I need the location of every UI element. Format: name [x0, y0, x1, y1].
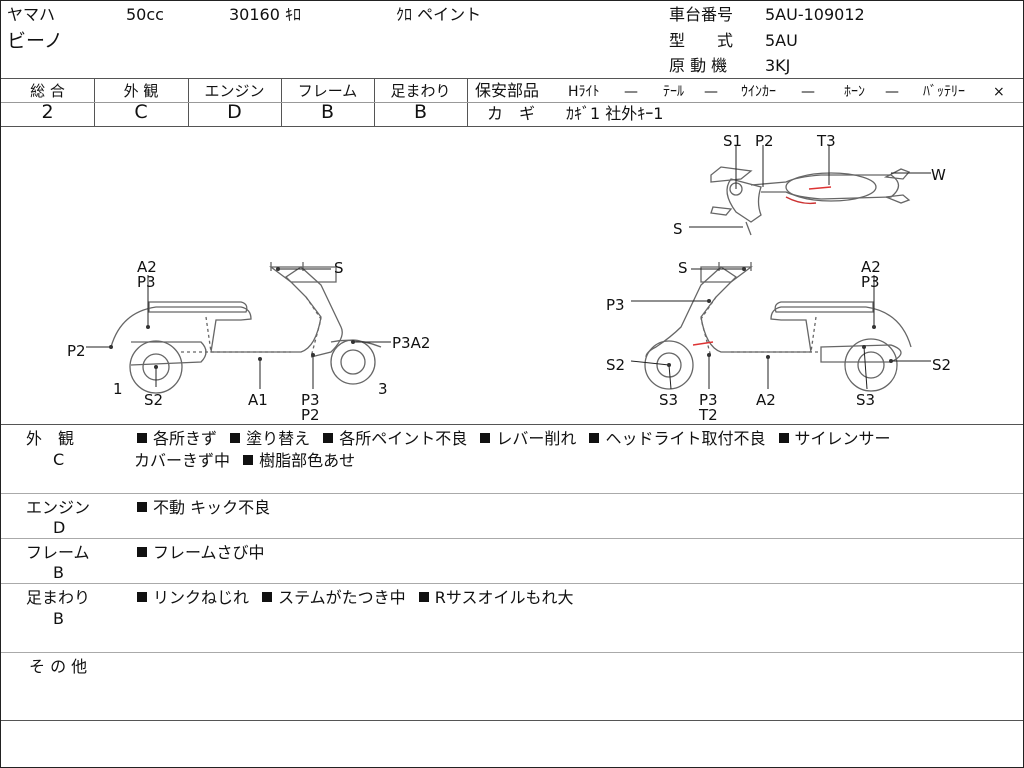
section-frame-grade: B	[53, 563, 64, 582]
section-suspension-notes: リンクねじれ ステムがたつき中 Rサスオイルもれ大	[137, 589, 574, 607]
grade-header-overall: 総 合	[30, 82, 65, 100]
key-label: カ ギ	[487, 104, 536, 123]
grade-header-suspension: 足まわり	[390, 82, 451, 100]
label-left-s2: S2	[144, 391, 164, 409]
label-top-t3: T3	[817, 132, 836, 150]
model-name: ビーノ	[7, 30, 63, 52]
safety-headlight: Hﾗｲﾄ	[568, 84, 600, 100]
scooter-right-view	[630, 262, 931, 392]
type-label: 型 式	[669, 31, 734, 50]
safety-horn: ﾎｰﾝ	[844, 84, 865, 100]
divider	[1, 78, 1023, 79]
safety-winker-mark: —	[801, 84, 815, 100]
divider	[1, 126, 1023, 127]
label-left-s: S	[334, 259, 344, 277]
engine-label: 原 動 機	[669, 56, 728, 75]
label-right-s2-rear: S2	[932, 356, 952, 374]
grade-exterior: C	[134, 101, 148, 123]
safety-label: 保安部品	[475, 81, 540, 100]
label-left-p3a2: P3A2	[392, 334, 431, 352]
label-left-p3: P3	[137, 273, 156, 291]
safety-horn-mark: —	[885, 84, 899, 100]
label-left-a1: A1	[248, 391, 268, 409]
chassis-value: 5AU-109012	[765, 5, 865, 24]
section-engine-grade: D	[53, 518, 66, 537]
section-exterior-label: 外 観	[26, 429, 75, 448]
label-right-a2: A2	[861, 258, 881, 276]
label-right-p3-lower: P3	[699, 391, 718, 409]
scooter-top-view	[689, 145, 931, 236]
label-right-s2-front: S2	[606, 356, 626, 374]
label-left-p3-lower: P3	[301, 391, 320, 409]
safety-tail: ﾃｰﾙ	[663, 84, 684, 100]
label-left-p2: P2	[67, 342, 86, 360]
safety-battery: ﾊﾞｯﾃﾘｰ	[923, 84, 965, 100]
section-engine-label: エンジン	[26, 498, 91, 517]
label-right-a2-lower: A2	[756, 391, 776, 409]
color: ｸﾛ ペイント	[396, 5, 482, 24]
engine-value: 3KJ	[765, 56, 791, 75]
safety-battery-mark: ×	[993, 84, 1005, 100]
label-right-p3: P3	[861, 273, 880, 291]
grade-overall: 2	[41, 101, 54, 123]
label-right-s: S	[678, 259, 688, 277]
safety-tail-mark: —	[704, 84, 718, 100]
grade-engine: D	[227, 101, 242, 123]
section-frame-notes: フレームさび中	[137, 544, 265, 562]
scooter-left-view	[86, 262, 391, 394]
section-frame-label: フレーム	[26, 543, 90, 562]
displacement: 50cc	[126, 5, 164, 24]
section-other-label: そ の 他	[29, 657, 88, 676]
section-exterior-notes: 各所きず 塗り替え 各所ペイント不良 レバー削れ ヘッドライト取付不良 サイレン…	[137, 430, 891, 448]
label-right-p3-front: P3	[606, 296, 625, 314]
grade-header-frame: フレーム	[297, 82, 358, 100]
label-top-s: S	[673, 220, 683, 238]
section-exterior-notes-line2: カバーきず中 樹脂部色あせ	[134, 451, 356, 470]
damage-diagram: S1 P2 T3 W S	[1, 127, 1023, 424]
label-left-3: 3	[378, 380, 388, 398]
safety-winker: ｳｲﾝｶｰ	[741, 84, 776, 100]
section-engine-notes: 不動 キック不良	[137, 499, 270, 517]
label-left-a2: A2	[137, 258, 157, 276]
label-left-p2-lower: P2	[301, 406, 320, 424]
grade-header-exterior: 外 観	[123, 82, 159, 100]
section-suspension-label: 足まわり	[26, 588, 91, 607]
grade-header-engine: エンジン	[204, 82, 265, 100]
section-suspension-grade: B	[53, 609, 64, 628]
section-exterior-grade: C	[53, 450, 65, 469]
grade-suspension: B	[413, 101, 428, 123]
mileage: 30160 ｷﾛ	[229, 5, 301, 24]
label-right-t2: T2	[699, 406, 718, 424]
label-top-w: W	[931, 166, 946, 184]
label-right-s3-rear: S3	[856, 391, 876, 409]
safety-headlight-mark: —	[624, 84, 638, 100]
grade-frame: B	[320, 101, 335, 123]
label-top-s1: S1	[723, 132, 743, 150]
key-value: ｶｷﾞ1 社外ｷｰ1	[566, 104, 664, 123]
chassis-label: 車台番号	[669, 5, 734, 24]
label-left-1: 1	[113, 380, 123, 398]
label-right-s3-front: S3	[659, 391, 679, 409]
type-value: 5AU	[765, 31, 798, 50]
maker: ヤマハ	[7, 5, 56, 24]
label-top-p2: P2	[755, 132, 774, 150]
